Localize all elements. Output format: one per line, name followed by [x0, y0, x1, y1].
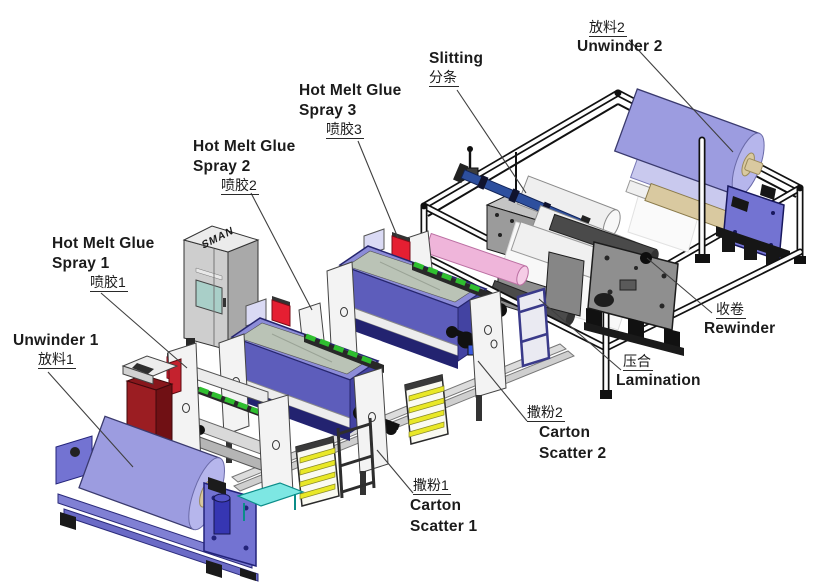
leader-scatter-1	[376, 449, 414, 494]
column-hole	[490, 339, 498, 349]
label-zh-text: 放料1	[38, 351, 76, 369]
pink-guide-roller	[424, 232, 529, 286]
label-zh-text: 喷胶1	[90, 274, 128, 292]
leader-lines	[47, 39, 734, 494]
column-hole	[272, 440, 280, 450]
leader-unwinder-1	[47, 371, 134, 468]
door-handle	[223, 298, 226, 307]
label-en-text: Hot Melt Glue Spray 3	[299, 82, 402, 119]
scatter-support-frame-2	[516, 287, 551, 368]
column-hole	[182, 403, 190, 413]
label-en-text: Lamination	[616, 372, 701, 389]
label-rewinder: 收卷 Rewinder	[704, 301, 775, 339]
glue-spray-machine-3	[326, 228, 507, 421]
cabinet-top	[182, 225, 260, 253]
label-zh-row: 喷胶2	[221, 177, 296, 195]
column-hole	[368, 412, 376, 422]
label-carton-scatter-1: 撒粉1 Carton Scatter 1	[410, 477, 477, 537]
label-carton-scatter-2: 撒粉2 Carton Scatter 2	[527, 404, 606, 464]
leg	[360, 471, 366, 495]
label-zh-text: 撒粉1	[413, 477, 451, 495]
unwinder-1-feet	[60, 512, 256, 581]
cabinet-vent	[195, 267, 223, 281]
carton-scatter-rack-1	[295, 436, 340, 507]
label-en-text: Hot Melt Glue Spray 1	[52, 235, 155, 272]
leg	[476, 395, 482, 421]
label-zh-row: 收卷	[716, 301, 775, 319]
drive-motor	[213, 493, 231, 535]
gantry-post	[695, 136, 710, 263]
label-en-text: Rewinder	[704, 320, 776, 337]
label-hot-melt-glue-spray-2: Hot Melt Glue Spray 2 喷胶2	[193, 137, 296, 195]
control-console	[121, 355, 179, 385]
label-hot-melt-glue-spray-3: Hot Melt Glue Spray 3 喷胶3	[299, 81, 402, 139]
leader-lamination	[538, 298, 622, 371]
label-zh-text: 撒粉2	[527, 404, 565, 422]
label-zh-row: 压合	[623, 353, 701, 371]
label-zh-text: 收卷	[716, 301, 746, 319]
leader-unwinder-2	[628, 39, 734, 153]
unwinder-2-machine	[613, 88, 790, 266]
cabinet-window	[195, 279, 223, 315]
spray-head-2	[271, 296, 291, 327]
label-zh-row: 分条	[429, 69, 483, 87]
label-zh-text: 放料2	[589, 19, 627, 37]
console-screen	[132, 363, 154, 374]
glue-spray-machine-2	[218, 296, 400, 495]
rewinder-machine	[510, 213, 684, 356]
side-plate-left	[544, 251, 585, 317]
right-column	[469, 290, 507, 398]
label-zh-row: 放料1	[38, 351, 99, 369]
label-zh-row: 喷胶1	[90, 274, 155, 292]
label-lamination: 压合 Lamination	[616, 353, 701, 391]
glue-rail-2	[304, 333, 384, 373]
unwinder-1-machine	[55, 415, 305, 582]
leader-slitting	[456, 89, 527, 194]
label-en-text: Carton Scatter 1	[410, 497, 478, 535]
label-en-text: Hot Melt Glue Spray 2	[193, 138, 296, 175]
column-hole	[340, 307, 348, 317]
label-zh-text: 喷胶3	[326, 121, 364, 139]
side-plate-main	[587, 241, 679, 331]
label-zh-text: 压合	[623, 353, 653, 371]
label-unwinder-2: 放料2 Unwinder 2	[577, 19, 663, 57]
label-slitting: Slitting 分条	[429, 49, 483, 87]
label-en-text: Unwinder 1	[13, 332, 99, 349]
leader-spray-3	[357, 140, 399, 239]
operator-platform	[236, 482, 305, 521]
column-hole	[484, 325, 492, 335]
leader-spray-1	[100, 292, 188, 369]
label-en-text: Slitting	[429, 50, 484, 67]
label-zh-row: 喷胶3	[326, 121, 402, 139]
label-zh-text: 喷胶2	[221, 177, 259, 195]
label-en-text: Unwinder 2	[577, 38, 663, 55]
label-zh-row: 撒粉1	[413, 477, 477, 495]
label-zh-text: 分条	[429, 69, 459, 87]
leader-rewinder	[646, 257, 713, 314]
scatter-support-frame-1	[336, 417, 376, 499]
leader-spray-2	[250, 192, 313, 311]
leader-scatter-2	[477, 360, 528, 422]
glue-rail-3	[412, 261, 492, 301]
label-zh-row: 撒粉2	[527, 404, 606, 422]
rewinder-feet	[584, 308, 684, 356]
label-en-text: Carton Scatter 2	[539, 424, 607, 462]
label-unwinder-1: Unwinder 1 放料1	[13, 331, 99, 369]
glue-rail-1	[196, 386, 272, 421]
carton-scatter-rack-2	[404, 374, 449, 445]
label-zh-row: 放料2	[589, 19, 663, 37]
label-hot-melt-glue-spray-1: Hot Melt Glue Spray 1 喷胶1	[52, 234, 155, 292]
